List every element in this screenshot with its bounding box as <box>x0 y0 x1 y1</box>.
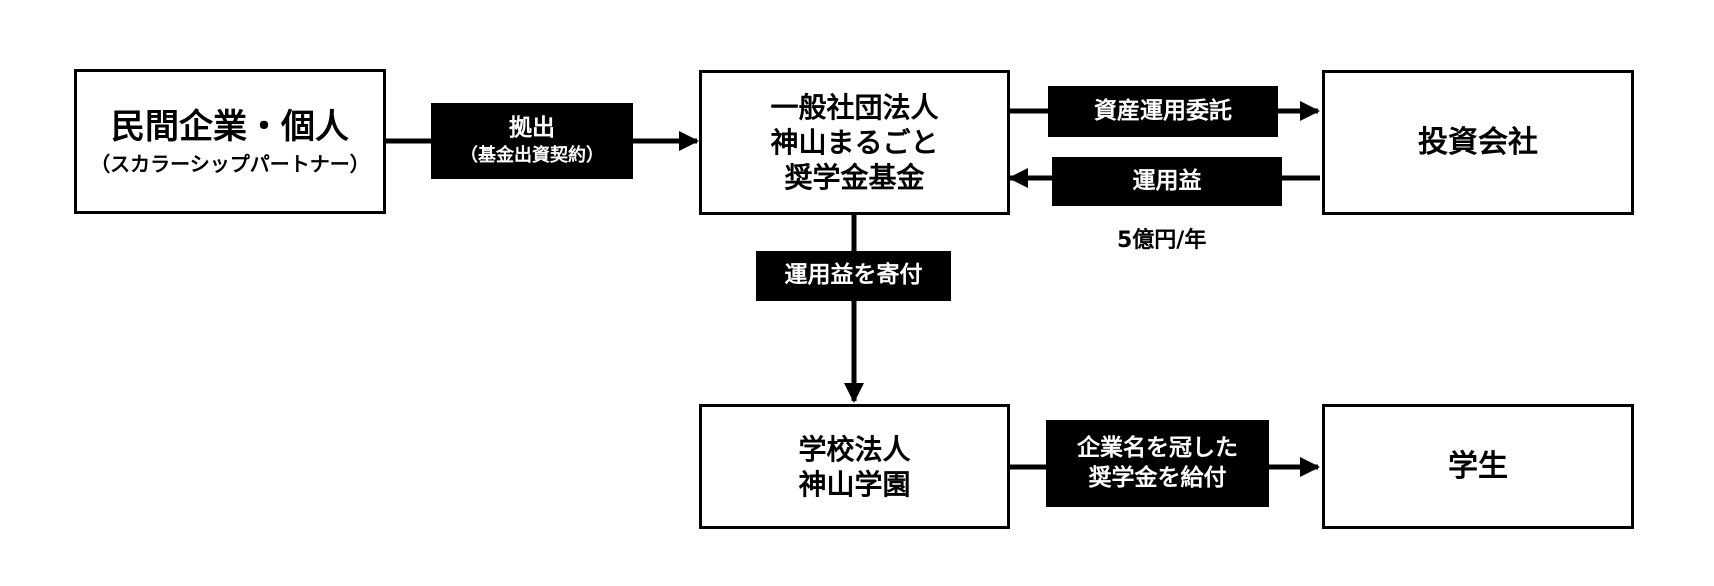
asset-management-label-text: 資産運用委託 <box>1094 97 1232 124</box>
contribution-label-line1: 拠出 <box>509 115 555 142</box>
contribution-label: 拠出 （基金出資契約） <box>431 103 633 179</box>
student-title: 学生 <box>1448 448 1508 484</box>
investment-company-title: 投資会社 <box>1418 124 1538 160</box>
investment-return-amount: 5億円/年 <box>1117 228 1207 253</box>
investment-company-box: 投資会社 <box>1322 70 1634 215</box>
foundation-box: 一般社団法人 神山まるごと 奨学金基金 <box>699 70 1010 215</box>
investment-return-label: 運用益 <box>1052 157 1282 206</box>
foundation-name-line3: 奨学金基金 <box>784 161 925 194</box>
asset-management-label: 資産運用委託 <box>1048 86 1278 137</box>
donation-label: 運用益を寄付 <box>756 251 951 301</box>
school-box: 学校法人 神山学園 <box>699 404 1010 529</box>
school-name-line2: 神山学園 <box>798 467 911 501</box>
foundation-name-line1: 一般社団法人 <box>770 91 939 124</box>
foundation-name-line2: 神山まるごと <box>770 126 939 159</box>
contribution-label-line2: （基金出資契約） <box>460 145 604 167</box>
scholarship-label: 企業名を冠した 奨学金を給付 <box>1046 420 1269 507</box>
student-box: 学生 <box>1322 404 1634 529</box>
partners-box: 民間企業・個人 （スカラーシップパートナー） <box>74 69 386 214</box>
partners-subtitle: （スカラーシップパートナー） <box>90 152 370 177</box>
donation-label-text: 運用益を寄付 <box>784 262 923 289</box>
partners-title: 民間企業・個人 <box>111 106 349 147</box>
scholarship-label-line2: 奨学金を給付 <box>1088 464 1227 491</box>
investment-return-label-text: 運用益 <box>1132 167 1202 194</box>
school-name-line1: 学校法人 <box>798 432 911 466</box>
scholarship-label-line1: 企業名を冠した <box>1077 434 1238 461</box>
